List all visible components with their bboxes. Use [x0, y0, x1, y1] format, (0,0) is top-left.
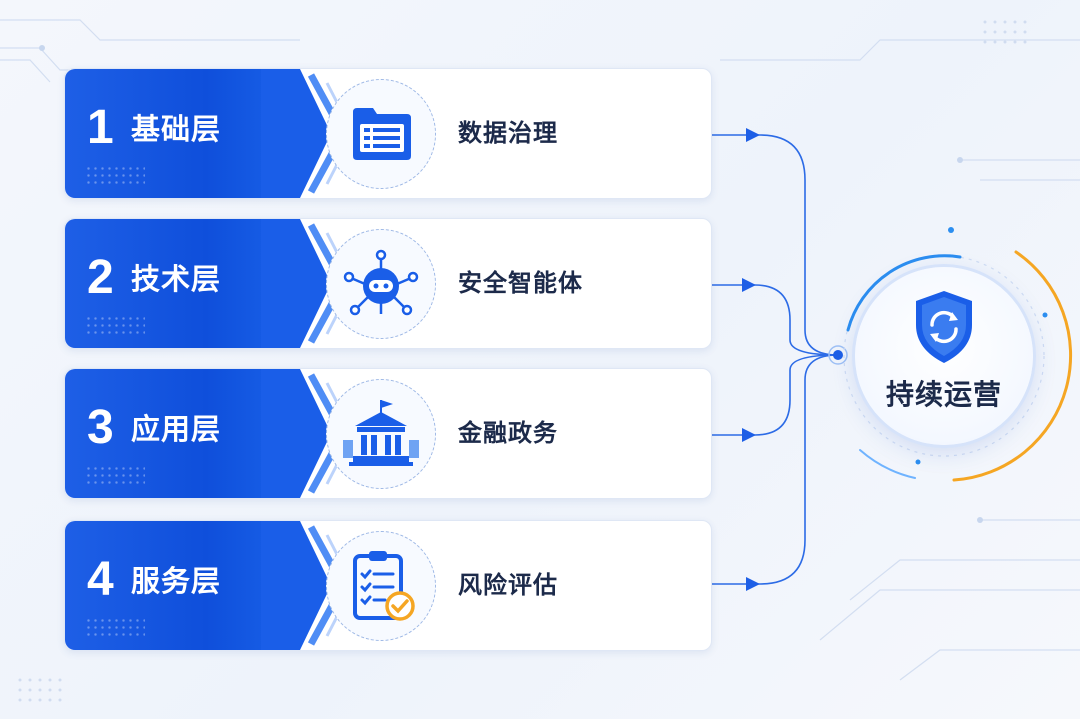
shield-refresh-icon [916, 291, 972, 363]
robot-network-icon [343, 249, 419, 316]
layer-name: 技术层 [131, 262, 222, 296]
hub-circle: 持续运营 [855, 267, 1033, 445]
layer-badge: 2 技术层 [65, 219, 300, 348]
icon-circle [326, 79, 436, 189]
layer-number: 4 [87, 553, 114, 606]
layer-row-1: 1 基础层 数据治理 [64, 68, 712, 199]
icon-circle [326, 379, 436, 489]
layer-row-3: 3 应用层 金融政务 [64, 368, 712, 499]
hub-label: 持续运营 [885, 378, 1002, 411]
connector-3 [623, 354, 839, 436]
layer-name: 基础层 [131, 112, 222, 146]
connector-2 [623, 284, 839, 356]
arrow-1 [746, 128, 760, 142]
document-grid-icon [353, 108, 411, 160]
layer-number: 2 [87, 251, 114, 304]
arrow-2 [742, 278, 756, 292]
layer-row-4: 4 服务层 风险评估 [64, 520, 712, 651]
arrow-3 [742, 428, 756, 442]
layer-number: 3 [87, 401, 114, 454]
government-building-icon [343, 400, 419, 466]
layer-badge: 4 服务层 [65, 521, 300, 650]
clipboard-check-icon [353, 551, 415, 621]
domain-label: 安全智能体 [458, 269, 583, 297]
domain-label: 金融政务 [458, 419, 558, 447]
icon-circle [326, 531, 436, 641]
layer-badge: 3 应用层 [65, 369, 300, 498]
junction-dot [833, 350, 843, 360]
layer-name: 服务层 [131, 564, 222, 598]
connector-1 [623, 134, 839, 356]
arrow-4 [746, 577, 760, 591]
connector-4 [623, 354, 839, 585]
domain-label: 风险评估 [458, 571, 558, 599]
icon-circle [326, 229, 436, 339]
chevron-decoration [261, 369, 355, 498]
layer-name: 应用层 [131, 412, 222, 446]
layer-number: 1 [87, 101, 114, 154]
layer-row-2: 2 技术层 [64, 218, 712, 349]
domain-label: 数据治理 [458, 119, 558, 147]
layer-badge: 1 基础层 [65, 69, 300, 198]
